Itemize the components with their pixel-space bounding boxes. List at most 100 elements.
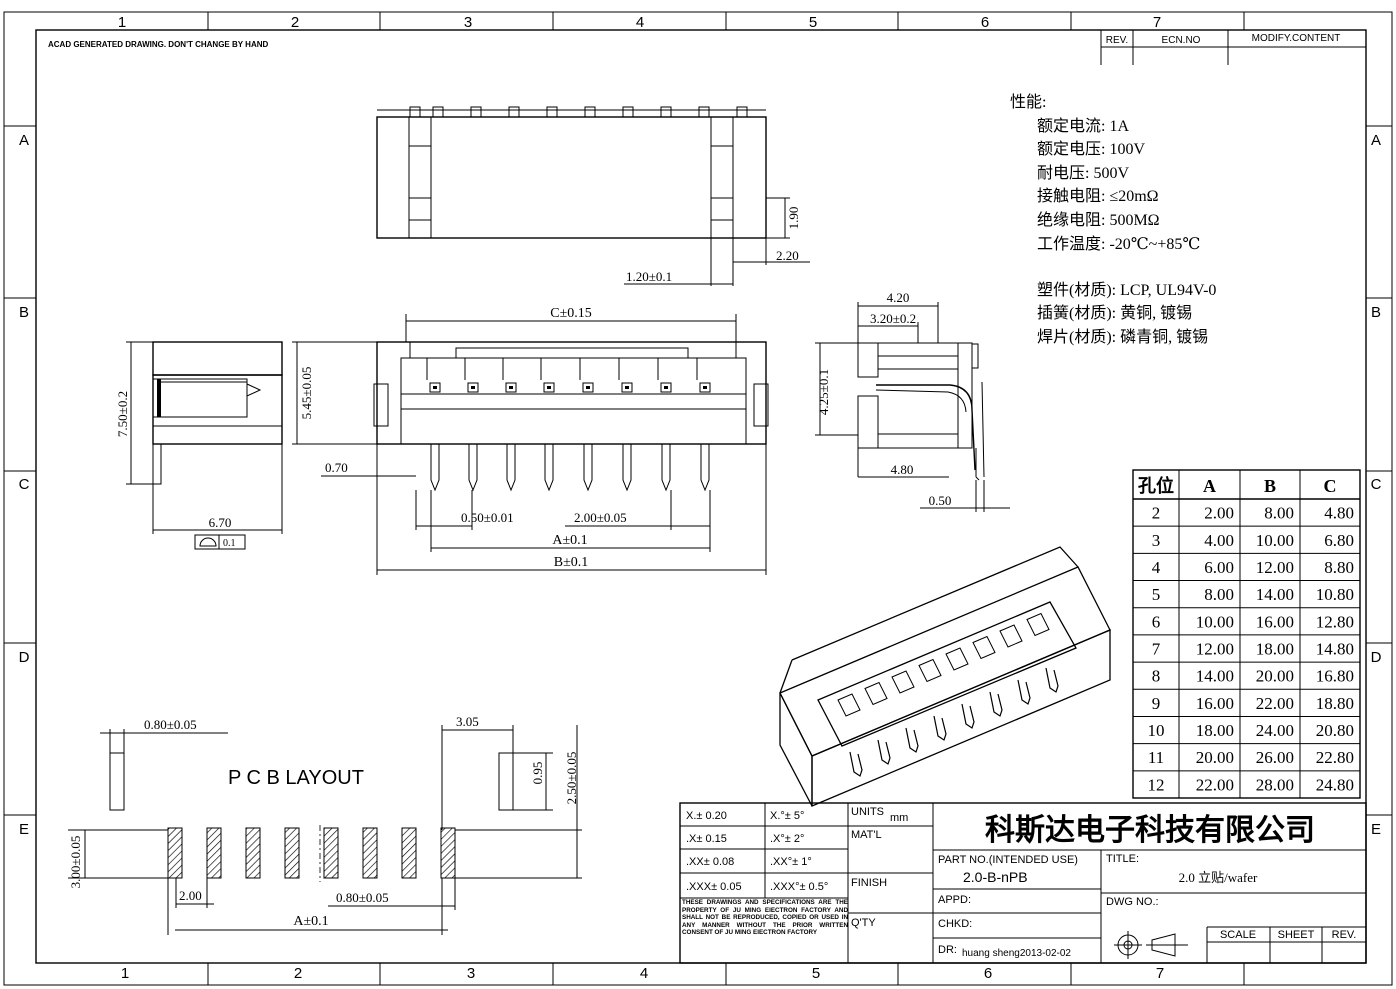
- spec-line: 额定电压: 100V: [1037, 140, 1145, 158]
- contact-window: [543, 382, 555, 393]
- zone-col-7-bottom: 7: [1156, 965, 1164, 982]
- dr-label: DR:: [938, 944, 957, 956]
- table-cell: 16.00: [1256, 612, 1294, 631]
- contact-dot: [586, 386, 590, 389]
- qty-label: Q'TY: [851, 917, 876, 929]
- zone-col-3-bottom: 3: [467, 965, 475, 982]
- section-view: 4.20 3.20±0.2 4.25±0.1 4.80 0.50: [815, 290, 1010, 512]
- material-line: 塑件(材质): LCP, UL94V-0: [1037, 281, 1216, 299]
- table-cell: 12.00: [1196, 640, 1234, 659]
- disclaimer-text: THESE DRAWINGS AND SPECIFICATIONS ARE TH…: [682, 899, 848, 937]
- zone-col-4-bottom: 4: [640, 965, 648, 982]
- dim-top-height: 1.90: [786, 207, 801, 230]
- front-view: C±0.15 0.70 0.50±0.01 2.00±0.05 A±0.1 B±…: [292, 306, 769, 575]
- dim-pcb-span: A±0.1: [293, 914, 328, 929]
- revision-block: REV. ECN.NO MODIFY.CONTENT: [1100, 29, 1367, 65]
- tol-angular-2: .XX°± 1°: [770, 856, 812, 868]
- pcb-pad: [284, 827, 300, 879]
- table-cell: 8.00: [1264, 504, 1294, 523]
- tol-linear-0: X.± 0.20: [686, 810, 727, 822]
- iso-slot: [972, 635, 996, 660]
- table-cell: 20.00: [1196, 748, 1234, 767]
- dim-670: 6.70: [209, 515, 232, 530]
- table-cell: 3: [1152, 531, 1161, 550]
- zone-col-6-bottom: 6: [984, 965, 992, 982]
- iso-pin: [877, 739, 891, 765]
- iso-slot: [864, 681, 888, 706]
- iso-pin: [1017, 679, 1031, 705]
- front-pins: [430, 444, 710, 492]
- chkd-label: CHKD:: [938, 918, 972, 930]
- title-label: TITLE:: [1106, 853, 1139, 865]
- drawing-note: ACAD GENERATED DRAWING. DON'T CHANGE BY …: [48, 40, 269, 49]
- top-tab: [432, 106, 444, 118]
- table-cell: 12.80: [1316, 612, 1354, 631]
- table-cell: 24.80: [1316, 775, 1354, 794]
- dim-b: B±0.1: [554, 555, 589, 570]
- pin: [622, 444, 632, 492]
- tol-angular-3: .XXX°± 0.5°: [770, 881, 828, 893]
- contact-dot: [509, 386, 513, 389]
- pcb-pad: [401, 827, 417, 879]
- dim-320: 3.20±0.2: [870, 311, 916, 326]
- zone-labels: 1 2 3 4 5 6 7 1 2 3 4 5 6 7 A B C D E A …: [19, 14, 1382, 982]
- outer-border: [3, 11, 1393, 986]
- zone-row-a-right: A: [1371, 132, 1381, 149]
- table-cell: 10.80: [1316, 585, 1354, 604]
- top-tab: [584, 106, 596, 118]
- ecn-header: ECN.NO: [1162, 35, 1201, 46]
- sheet-label: SHEET: [1278, 929, 1315, 941]
- iso-slot: [999, 624, 1023, 648]
- isometric-view: [779, 546, 1111, 807]
- dim-pitch: 2.00±0.05: [574, 510, 627, 525]
- iso-slot: [918, 658, 942, 683]
- top-tab: [546, 106, 558, 118]
- table-cell: 10.00: [1256, 531, 1294, 550]
- contact-window: [621, 382, 633, 393]
- top-tabs: [377, 106, 766, 118]
- contact-window: [582, 382, 594, 393]
- table-cell: 18.00: [1196, 721, 1234, 740]
- pin: [583, 444, 593, 492]
- front-contacts: [426, 358, 711, 393]
- material-line: 焊片(材质): 磷青铜, 镀锡: [1037, 328, 1208, 346]
- material-line: 插簧(材质): 黄铜, 镀锡: [1037, 303, 1192, 322]
- iso-pins: [849, 667, 1059, 777]
- contact-dot: [664, 386, 668, 389]
- zone-ruler: [4, 12, 1392, 985]
- tol-linear-1: .X± 0.15: [686, 833, 727, 845]
- spec-line: 工作温度: -20℃~+85℃: [1037, 235, 1200, 253]
- table-cell: 22.00: [1196, 775, 1234, 794]
- scale-label: SCALE: [1220, 929, 1256, 941]
- iso-pin: [849, 751, 863, 777]
- table-cell: 10: [1148, 721, 1165, 740]
- contact-window: [429, 382, 441, 393]
- zone-col-5-bottom: 5: [812, 965, 820, 982]
- zone-row-e-right: E: [1371, 821, 1381, 838]
- dim-pad-width-bottom: 0.80±0.05: [336, 890, 389, 905]
- dim-pad-width-top: 0.80±0.05: [144, 717, 197, 732]
- table-cell: 8.00: [1204, 585, 1234, 604]
- table-cell: 14.00: [1196, 667, 1234, 686]
- zone-col-5-top: 5: [809, 14, 817, 31]
- spec-line: 额定电流: 1A: [1037, 117, 1129, 135]
- dim-gap: 0.95: [530, 762, 545, 785]
- pcb-pad: [440, 827, 456, 879]
- dim-side-height: 2.50±0.05: [564, 752, 579, 805]
- contact-dot: [703, 386, 707, 389]
- tol-angular-0: X.°± 5°: [770, 810, 804, 822]
- zone-col-2-bottom: 2: [294, 965, 302, 982]
- pin: [506, 444, 516, 492]
- table-cell: 6.80: [1324, 531, 1354, 550]
- top-view: 1.90 2.20 1.20±0.1: [376, 106, 810, 286]
- iso-slot: [837, 693, 861, 717]
- pcb-pad: [323, 827, 339, 879]
- dim-flatness: 0.1: [223, 538, 236, 549]
- zone-row-d-right: D: [1371, 649, 1382, 666]
- table-cell: 2: [1152, 504, 1161, 523]
- zone-row-b-right: B: [1371, 304, 1381, 321]
- pin: [544, 444, 554, 492]
- pin: [468, 444, 478, 492]
